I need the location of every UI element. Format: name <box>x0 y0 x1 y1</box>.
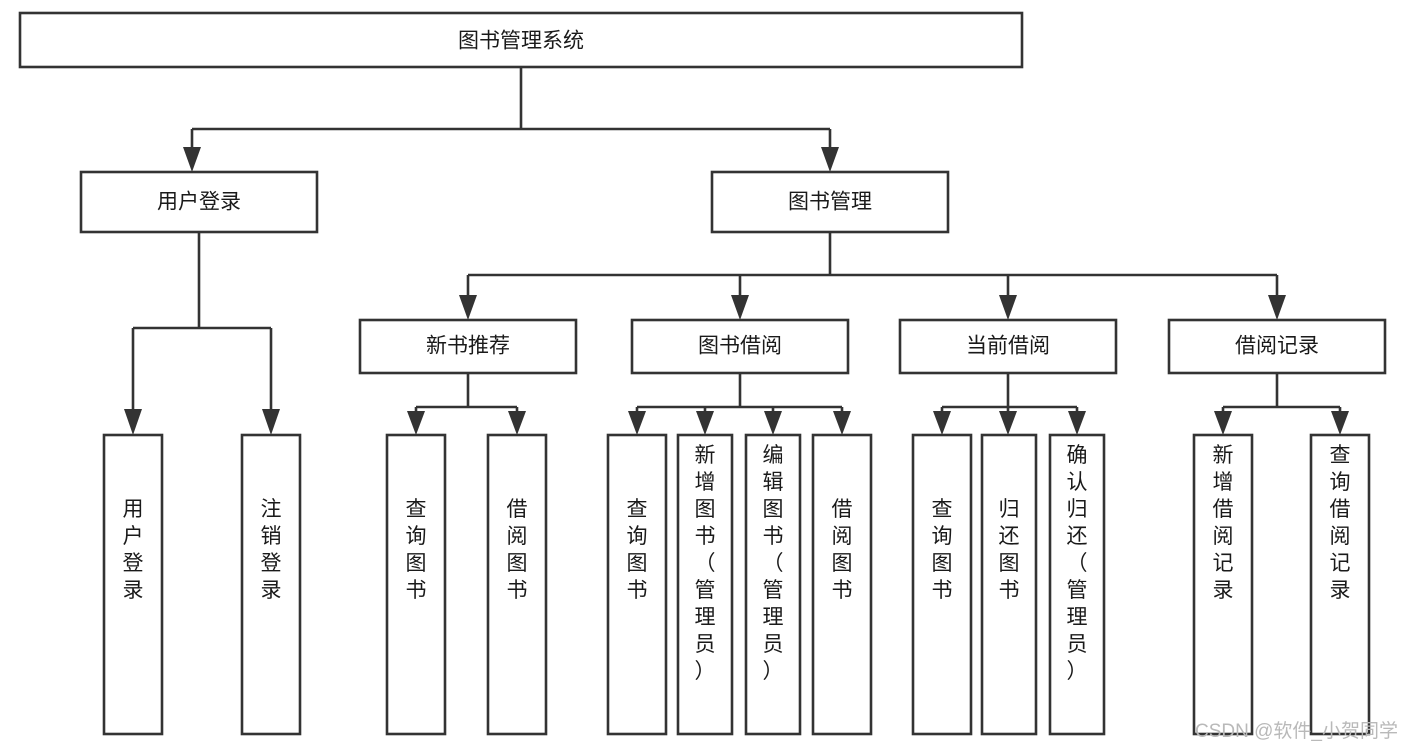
connector-group-book-borrow <box>628 373 851 435</box>
connector-group-borrow-record <box>1214 373 1349 435</box>
arrow-icon-bb-leaf-1 <box>628 411 646 435</box>
leaf-bb-3-box[interactable] <box>744 433 802 736</box>
leaf-user-login-2[interactable]: 注销登录 <box>240 433 302 736</box>
node-current-borrow-box[interactable] <box>898 318 1118 375</box>
leaf-borrow-record-2[interactable]: 查询借阅记录 <box>1309 433 1371 736</box>
node-new-book-recommend[interactable]: 新书推荐 <box>358 318 578 375</box>
node-book-borrow-box[interactable] <box>630 318 850 375</box>
arrow-icon-br-leaf-2 <box>1331 411 1349 435</box>
connector-group-new-book-recommend <box>407 373 526 435</box>
node-new-book-recommend-box[interactable] <box>358 318 578 375</box>
leaf-bb-1-label: 查询图书 <box>627 498 648 602</box>
arrow-icon-bb-leaf-4 <box>833 411 851 435</box>
leaf-book-borrow-1[interactable]: 查询图书 <box>606 433 668 736</box>
connector-group-user-login <box>124 232 280 435</box>
leaf-current-borrow-2[interactable]: 归还图书 <box>980 433 1038 736</box>
connector-group-current-borrow <box>933 373 1086 435</box>
leaf-br-2-label: 查询借阅记录 <box>1330 444 1351 602</box>
leaf-book-borrow-2[interactable]: 新增图书（管理员） <box>676 433 734 736</box>
node-new-book-recommend-label: 新书推荐 <box>426 335 510 358</box>
node-book-manage-box[interactable] <box>710 170 950 234</box>
node-borrow-record-label: 借阅记录 <box>1235 335 1319 358</box>
leaf-bb-2-label: 新增图书（管理员） <box>695 444 716 683</box>
leaf-bb-1-box[interactable] <box>606 433 668 736</box>
arrow-icon-nbr-leaf-2 <box>508 411 526 435</box>
leaf-book-borrow-3[interactable]: 编辑图书（管理员） <box>744 433 802 736</box>
arrow-icon-bb-leaf-3 <box>764 411 782 435</box>
leaf-br-1-label: 新增借阅记录 <box>1213 444 1234 602</box>
arrow-icon-bb-leaf-2 <box>696 411 714 435</box>
leaf-bb-4-box[interactable] <box>811 433 873 736</box>
arrow-icon-br-leaf-1 <box>1214 411 1232 435</box>
leaf-br-2-box[interactable] <box>1309 433 1371 736</box>
arrow-icon-nbr-leaf-1 <box>407 411 425 435</box>
arrow-icon-user-login-leaf-2 <box>262 409 280 435</box>
leaf-br-1-box[interactable] <box>1192 433 1254 736</box>
leaf-user-login-2-label: 注销登录 <box>261 498 282 602</box>
leaf-book-borrow-4[interactable]: 借阅图书 <box>811 433 873 736</box>
node-borrow-record-box[interactable] <box>1167 318 1387 375</box>
node-book-manage[interactable]: 图书管理 <box>710 170 950 234</box>
leaf-cb-3-label: 确认归还（管理员） <box>1067 444 1088 683</box>
node-user-login-box[interactable] <box>79 170 319 234</box>
leaf-user-login-1-box[interactable] <box>102 433 164 736</box>
node-user-login[interactable]: 用户登录 <box>79 170 319 234</box>
leaf-user-login-2-box[interactable] <box>240 433 302 736</box>
leaf-cb-2-box[interactable] <box>980 433 1038 736</box>
node-root-box[interactable] <box>18 11 1024 69</box>
connector-group-root <box>183 67 839 172</box>
arrow-icon-cb-leaf-1 <box>933 411 951 435</box>
leaf-user-login-1[interactable]: 用户登录 <box>102 433 164 736</box>
leaf-nbr-1-label: 查询图书 <box>406 498 427 602</box>
leaf-user-login-1-label: 用户登录 <box>123 498 144 602</box>
arrow-icon-cb-leaf-3 <box>1068 411 1086 435</box>
node-user-login-label: 用户登录 <box>157 191 241 214</box>
leaf-borrow-record-1[interactable]: 新增借阅记录 <box>1192 433 1254 736</box>
arrow-icon-book-borrow <box>731 295 749 320</box>
leaf-cb-3-box[interactable] <box>1048 433 1106 736</box>
leaf-nbr-2-box[interactable] <box>486 433 548 736</box>
leaf-current-borrow-1[interactable]: 查询图书 <box>911 433 973 736</box>
connector-group-book-manage <box>459 232 1286 320</box>
arrow-icon-new-book-recommend <box>459 295 477 320</box>
node-root[interactable]: 图书管理系统 <box>18 11 1024 69</box>
node-borrow-record[interactable]: 借阅记录 <box>1167 318 1387 375</box>
node-book-borrow-label: 图书借阅 <box>698 335 782 358</box>
node-current-borrow[interactable]: 当前借阅 <box>898 318 1118 375</box>
watermark-label: CSDN @软件_小贺同学 <box>1195 720 1398 742</box>
leaf-nbr-1-box[interactable] <box>385 433 447 736</box>
leaf-cb-2-label: 归还图书 <box>999 498 1020 602</box>
leaf-cb-1-label: 查询图书 <box>932 498 953 602</box>
leaf-cb-1-box[interactable] <box>911 433 973 736</box>
node-root-label: 图书管理系统 <box>458 30 584 53</box>
leaf-new-book-recommend-2[interactable]: 借阅图书 <box>486 433 548 736</box>
arrow-icon-book-manage <box>821 147 839 172</box>
node-current-borrow-label: 当前借阅 <box>966 335 1050 358</box>
arrow-icon-cb-leaf-2 <box>999 411 1017 435</box>
leaf-nbr-2-label: 借阅图书 <box>507 498 528 602</box>
leaf-bb-4-label: 借阅图书 <box>832 498 853 602</box>
node-book-borrow[interactable]: 图书借阅 <box>630 318 850 375</box>
leaf-new-book-recommend-1[interactable]: 查询图书 <box>385 433 447 736</box>
arrow-icon-user-login <box>183 147 201 172</box>
leaf-bb-3-label: 编辑图书（管理员） <box>763 444 784 683</box>
node-book-manage-label: 图书管理 <box>788 191 872 214</box>
leaf-bb-2-box[interactable] <box>676 433 734 736</box>
leaf-current-borrow-3[interactable]: 确认归还（管理员） <box>1048 433 1106 736</box>
arrow-icon-user-login-leaf-1 <box>124 409 142 435</box>
arrow-icon-borrow-record <box>1268 295 1286 320</box>
arrow-icon-current-borrow <box>999 295 1017 320</box>
